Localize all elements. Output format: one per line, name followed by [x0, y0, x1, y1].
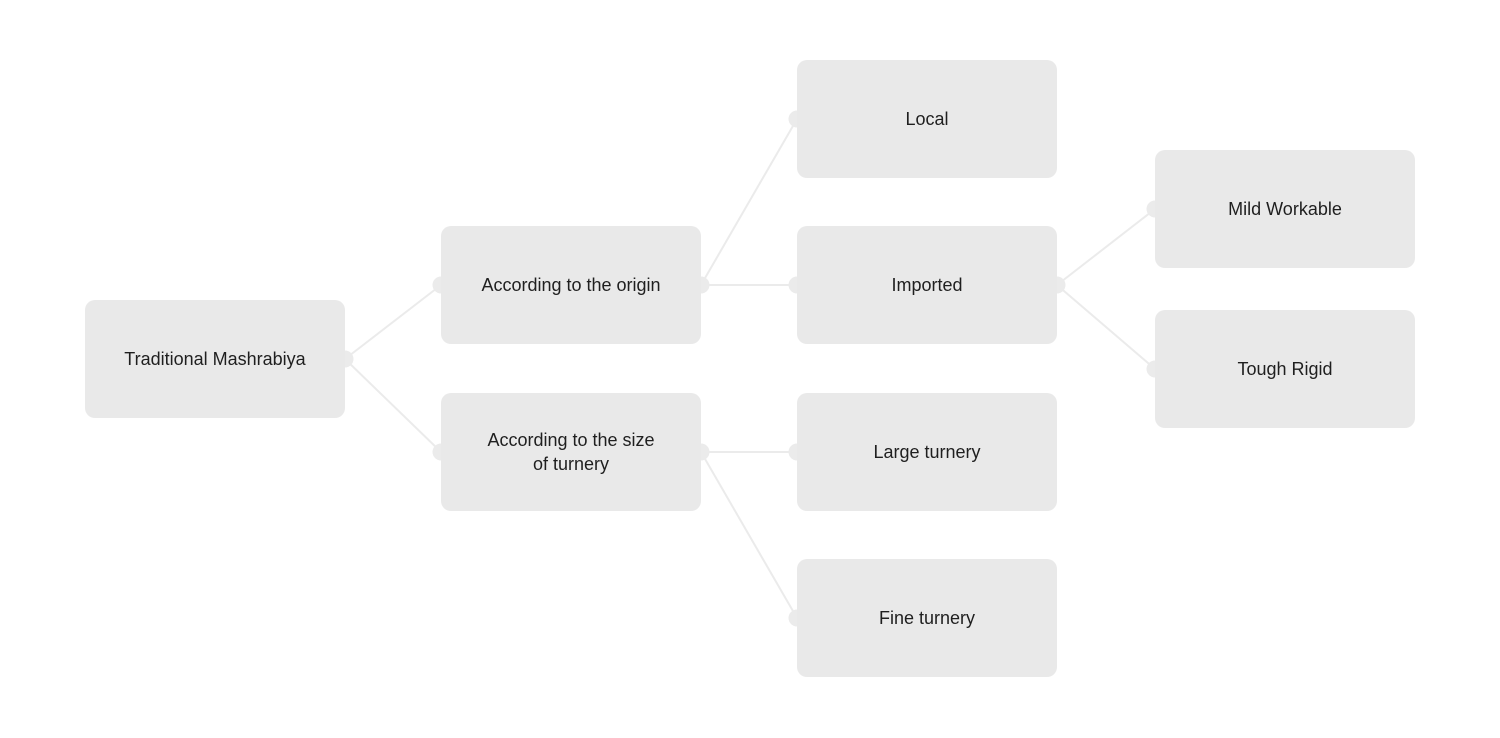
node-local[interactable]: Local [797, 60, 1057, 178]
node-tough-rigid[interactable]: Tough Rigid [1155, 310, 1415, 428]
node-label: Local [905, 109, 949, 129]
node-fine-turnery[interactable]: Fine turnery [797, 559, 1057, 677]
edge [344, 284, 442, 360]
edge [344, 358, 442, 453]
edge [700, 451, 798, 619]
edge [700, 118, 798, 286]
node-label: According to the origin [481, 275, 661, 295]
node-imported[interactable]: Imported [797, 226, 1057, 344]
node-label: Large turnery [873, 442, 981, 462]
node-label: Traditional Mashrabiya [124, 349, 306, 369]
node-mild-workable[interactable]: Mild Workable [1155, 150, 1415, 268]
node-large-turnery[interactable]: Large turnery [797, 393, 1057, 511]
node-label: Fine turnery [878, 608, 976, 628]
node-label: Imported [891, 275, 963, 295]
node-label: Tough Rigid [1237, 359, 1333, 379]
node-label: According to the size of turnery [487, 430, 655, 474]
edge [1056, 284, 1156, 370]
node-label: Mild Workable [1228, 199, 1342, 219]
edge [1056, 208, 1156, 286]
node-according-to-the-origin[interactable]: According to the origin [441, 226, 701, 344]
node-traditional-mashrabiya[interactable]: Traditional Mashrabiya [85, 300, 345, 418]
node-according-to-the-size-of-turnery[interactable]: According to the size of turnery [441, 393, 701, 511]
